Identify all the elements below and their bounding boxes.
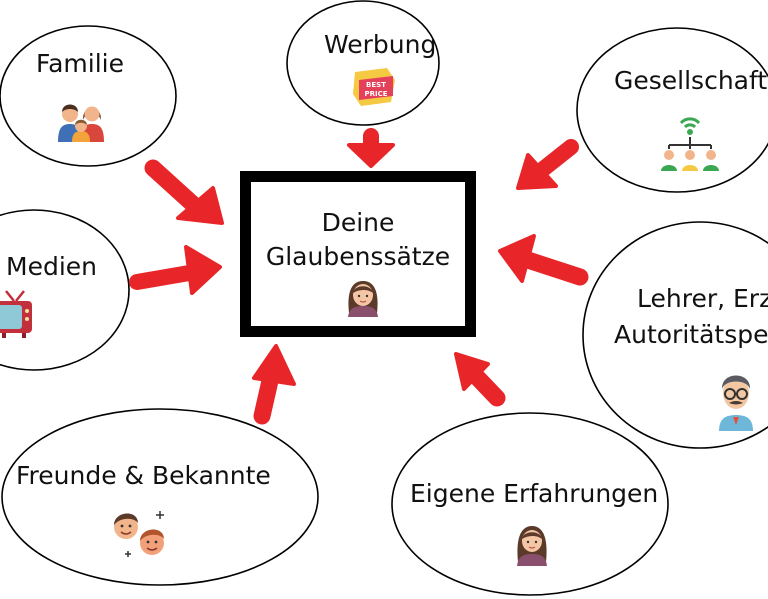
arrow-erfahrungen [466,366,506,407]
network-people-icon [661,117,719,171]
center-box: Deine Glaubenssätze [240,171,476,337]
best-price-badge-icon: BEST PRICE [353,68,395,106]
woman-avatar-icon [517,526,547,566]
medien-bubble [0,209,130,371]
gesellschaft-bubble [576,27,768,193]
medien-label: Medien [6,252,97,281]
center-title-line1: Deine [321,208,395,237]
arrow-familie [144,159,205,216]
arrow-familie-head [176,186,224,225]
tv-icon [0,290,32,338]
arrow-lehrer-head [498,234,536,283]
arrow-lehrer [519,251,589,286]
familie-bubble [0,25,177,167]
arrow-werbung-head [347,143,395,168]
freunde-bubble [1,408,319,586]
center-title: Deine Glaubenssätze [251,206,465,274]
teacher-avatar-icon [719,375,753,431]
familie-label: Familie [36,49,124,78]
werbung-bubble [286,0,440,126]
arrow-gesellschaft [534,139,579,178]
arrow-medien-head [184,245,222,295]
arrow-medien [129,264,203,290]
lehrer-label-line1: Lehrer, Erz [637,284,768,313]
erfahrungen-bubble [391,412,669,596]
woman-avatar-icon [348,281,378,317]
arrow-gesellschaft-head [516,153,558,190]
lehrer-label-line2: Autoritätspe [614,320,768,349]
friends-icon [114,511,164,557]
arrow-erfahrungen-head [454,352,490,391]
freunde-label: Freunde & Bekannte [16,461,271,490]
best-price-badge-line1: BEST [366,81,386,89]
lehrer-bubble [582,221,768,449]
gesellschaft-label: Gesellschaft [614,66,768,95]
erfahrungen-label: Eigene Erfahrungen [410,479,659,508]
best-price-badge-line2: PRICE [364,90,387,98]
arrow-freunde-head [252,344,296,386]
center-title-line2: Glaubenssätze [265,242,451,271]
family-icon [58,104,104,142]
werbung-label: Werbung [324,30,437,59]
